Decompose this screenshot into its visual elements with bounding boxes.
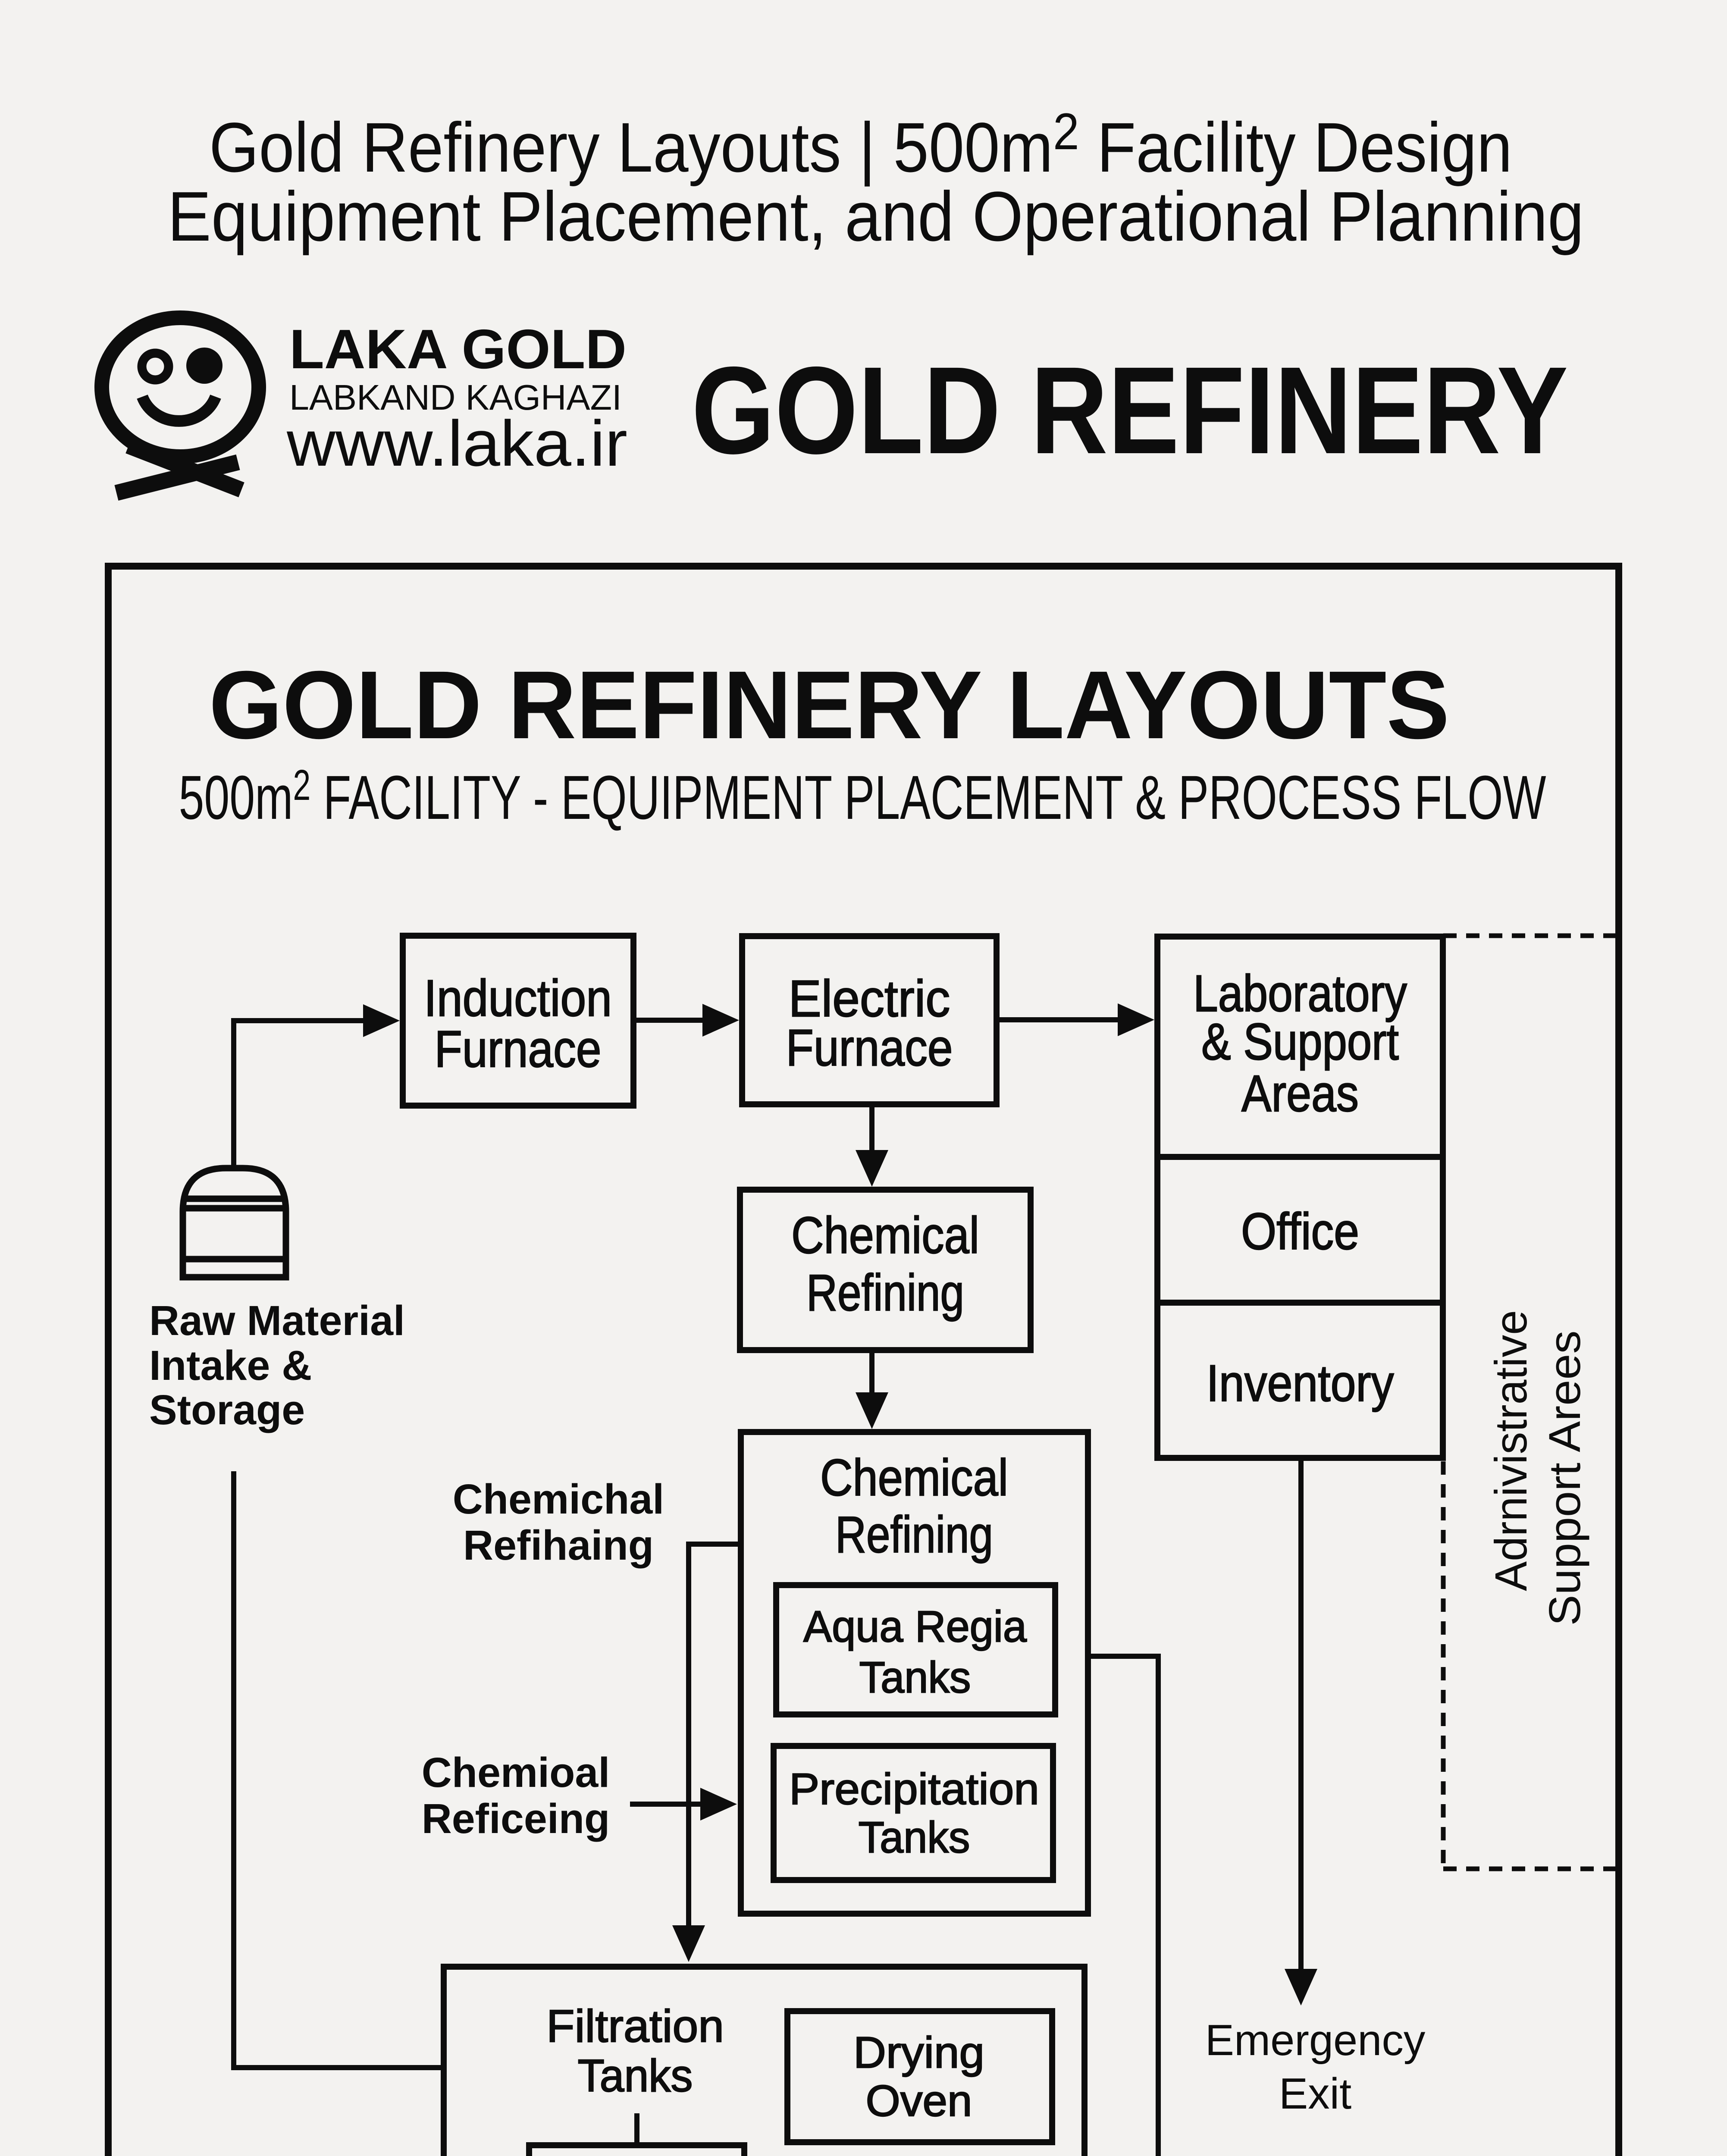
svg-text:Refining: Refining [835,1506,993,1564]
svg-text:500m2 FACILITY - EQUIPMENT PLA: 500m2 FACILITY - EQUIPMENT PLACEMENT & P… [179,761,1546,832]
svg-text:Equipment Placement, and Opera: Equipment Placement, and Operational Pla… [168,177,1584,256]
svg-text:Exit: Exit [1279,2070,1351,2118]
svg-text:Chemical: Chemical [820,1449,1008,1507]
svg-text:Raw Material: Raw Material [149,1297,405,1344]
svg-text:Refihaing: Refihaing [463,1522,654,1569]
svg-text:Storage: Storage [149,1386,305,1433]
svg-text:Inventory: Inventory [1207,1354,1394,1412]
svg-text:Filtration: Filtration [546,2001,724,2052]
svg-text:GOLD REFINERY: GOLD REFINERY [692,341,1568,480]
svg-text:Office: Office [1241,1203,1359,1260]
svg-text:Induction: Induction [424,969,612,1027]
svg-text:LABKAND KAGHAZI: LABKAND KAGHAZI [289,377,622,417]
svg-text:Aqua Regia: Aqua Regia [803,1602,1027,1651]
svg-text:Emergency: Emergency [1205,2016,1426,2065]
svg-text:GOLD REFINERY LAYOUTS: GOLD REFINERY LAYOUTS [209,651,1450,759]
svg-text:LAKA GOLD: LAKA GOLD [289,318,627,380]
svg-text:Precipitation: Precipitation [789,1764,1039,1814]
svg-text:Areas: Areas [1241,1065,1359,1122]
svg-text:Intake &: Intake & [149,1342,312,1389]
svg-text:Support Arees: Support Arees [1540,1331,1589,1626]
svg-text:Chemical: Chemical [791,1206,979,1264]
svg-text:Electric: Electric [789,970,950,1028]
svg-text:Furnace: Furnace [435,1020,602,1078]
svg-text:Laboratory: Laboratory [1193,965,1407,1022]
svg-text:Oven: Oven [866,2076,972,2125]
svg-text:Tanks: Tanks [859,1653,971,1702]
svg-text:Gold Refinery Layouts | 500m2: Gold Refinery Layouts | 500m2 Facility D… [209,103,1512,187]
svg-text:& Support: & Support [1201,1013,1399,1071]
svg-text:Tanks: Tanks [859,1813,970,1862]
svg-text:www.laka.ir: www.laka.ir [286,407,627,479]
svg-text:Drying: Drying [853,2028,984,2077]
svg-text:Adrnivistrative: Adrnivistrative [1486,1310,1536,1591]
svg-text:Chemioal: Chemioal [422,1749,610,1796]
svg-text:Reficeing: Reficeing [422,1795,610,1842]
svg-text:Tanks: Tanks [578,2050,693,2101]
svg-text:Chemichal: Chemichal [453,1476,664,1523]
svg-text:Furnace: Furnace [786,1019,953,1077]
svg-text:Refining: Refining [806,1264,964,1322]
